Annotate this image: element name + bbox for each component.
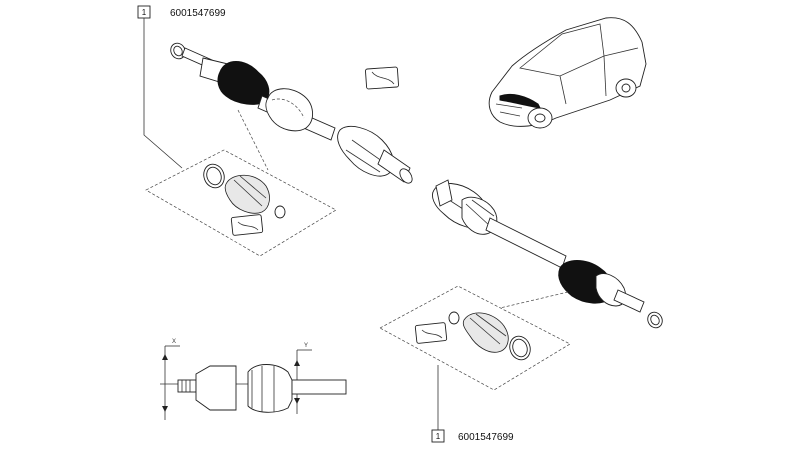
callout-top[interactable]: 1 6001547699 (137, 5, 226, 169)
callout-bottom-index-box (431, 429, 445, 443)
vehicle-illustration (488, 17, 647, 129)
dimension-detail: X Y (160, 339, 347, 420)
callout-bottom[interactable]: 1 6001547699 (431, 365, 514, 443)
grease-sachet-upper (365, 66, 399, 90)
dimension-y-label: Y (304, 343, 308, 349)
dimension-x-label: X (172, 339, 176, 345)
callout-bottom-index-label: 1 (436, 432, 441, 441)
boot-kit-lower (379, 285, 571, 391)
boot-kit-upper (145, 109, 337, 257)
callout-top-index-label: 1 (142, 8, 147, 17)
driveshaft-lower (432, 179, 663, 329)
callout-top-leader-line (143, 18, 183, 169)
driveshaft-upper (170, 42, 413, 184)
callout-top-part-number: 6001547699 (170, 8, 226, 19)
callout-bottom-part-number: 6001547699 (458, 432, 514, 443)
